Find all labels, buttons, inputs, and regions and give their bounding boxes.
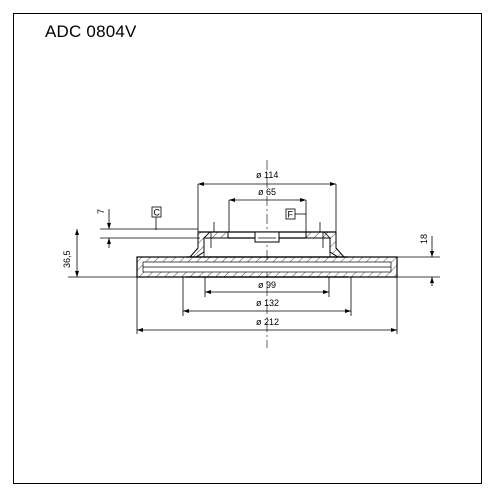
dim-h7-label: 7 <box>96 209 106 214</box>
dim-d114: ø 114 <box>197 170 337 232</box>
drawing-frame <box>13 13 482 484</box>
dim-d212: ø 212 <box>136 277 398 334</box>
dim-d99-label: ø 99 <box>258 280 276 290</box>
datum-c: C <box>151 206 162 230</box>
dim-d65: ø 65 <box>228 187 307 232</box>
dim-h18-label: 18 <box>419 234 429 244</box>
dim-d99: ø 99 <box>204 277 330 297</box>
dim-h36-5-label: 36,5 <box>62 250 72 268</box>
friction-ring <box>136 256 398 278</box>
dim-d132-label: ø 132 <box>256 298 279 308</box>
datum-f-label: F <box>288 210 294 220</box>
dim-d132: ø 132 <box>182 277 352 316</box>
part-number-title: ADC 0804V <box>45 22 137 41</box>
dim-h18: 18 <box>397 234 440 286</box>
dim-d212-label: ø 212 <box>256 317 279 327</box>
datum-c-label: C <box>154 208 161 218</box>
dim-d114-label: ø 114 <box>256 170 278 180</box>
datum-f: F <box>285 208 306 220</box>
dim-h7: 7 <box>96 209 200 248</box>
dim-h36-5: 36,5 <box>62 229 137 278</box>
dim-d65-label: ø 65 <box>258 187 276 197</box>
